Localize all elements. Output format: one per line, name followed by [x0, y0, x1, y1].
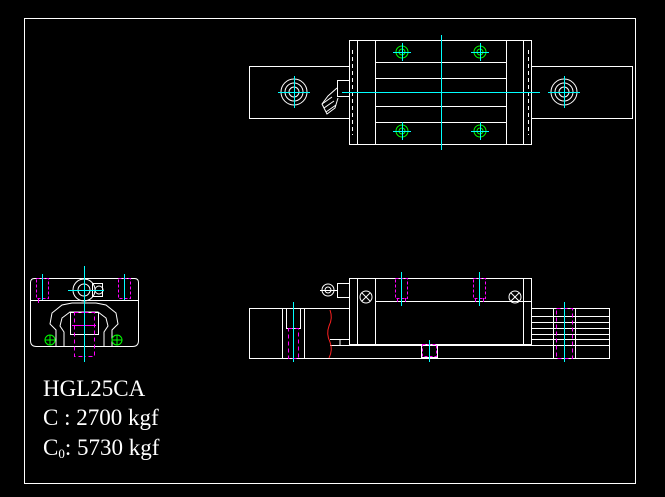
dynamic-load-value: 2700 kgf	[76, 405, 159, 430]
dynamic-load-separator: :	[58, 405, 77, 430]
block-end-outline	[30, 278, 139, 347]
block-side	[349, 278, 532, 345]
static-load-symbol: C	[43, 435, 59, 460]
static-load-subscript: 0	[58, 446, 65, 461]
static-load-value: 5730 kgf	[76, 435, 160, 460]
grease-nipple-top	[321, 80, 350, 115]
side-view-bolts	[359, 290, 522, 304]
static-load-separator: :	[64, 435, 77, 460]
dynamic-load-rating: C : 2700 kgf	[43, 403, 159, 432]
static-load-rating: C0: 5730 kgf	[43, 433, 159, 468]
centerlines-side	[293, 272, 565, 362]
drawing-frame	[24, 18, 636, 484]
centerlines-top	[278, 35, 580, 150]
side-view	[249, 278, 610, 359]
section-break-line	[327, 309, 332, 359]
dynamic-load-symbol: C	[43, 405, 59, 430]
model-label: HGL25CA	[43, 376, 146, 401]
end-view-bolts	[44, 334, 123, 346]
centerlines-end	[42, 266, 125, 362]
